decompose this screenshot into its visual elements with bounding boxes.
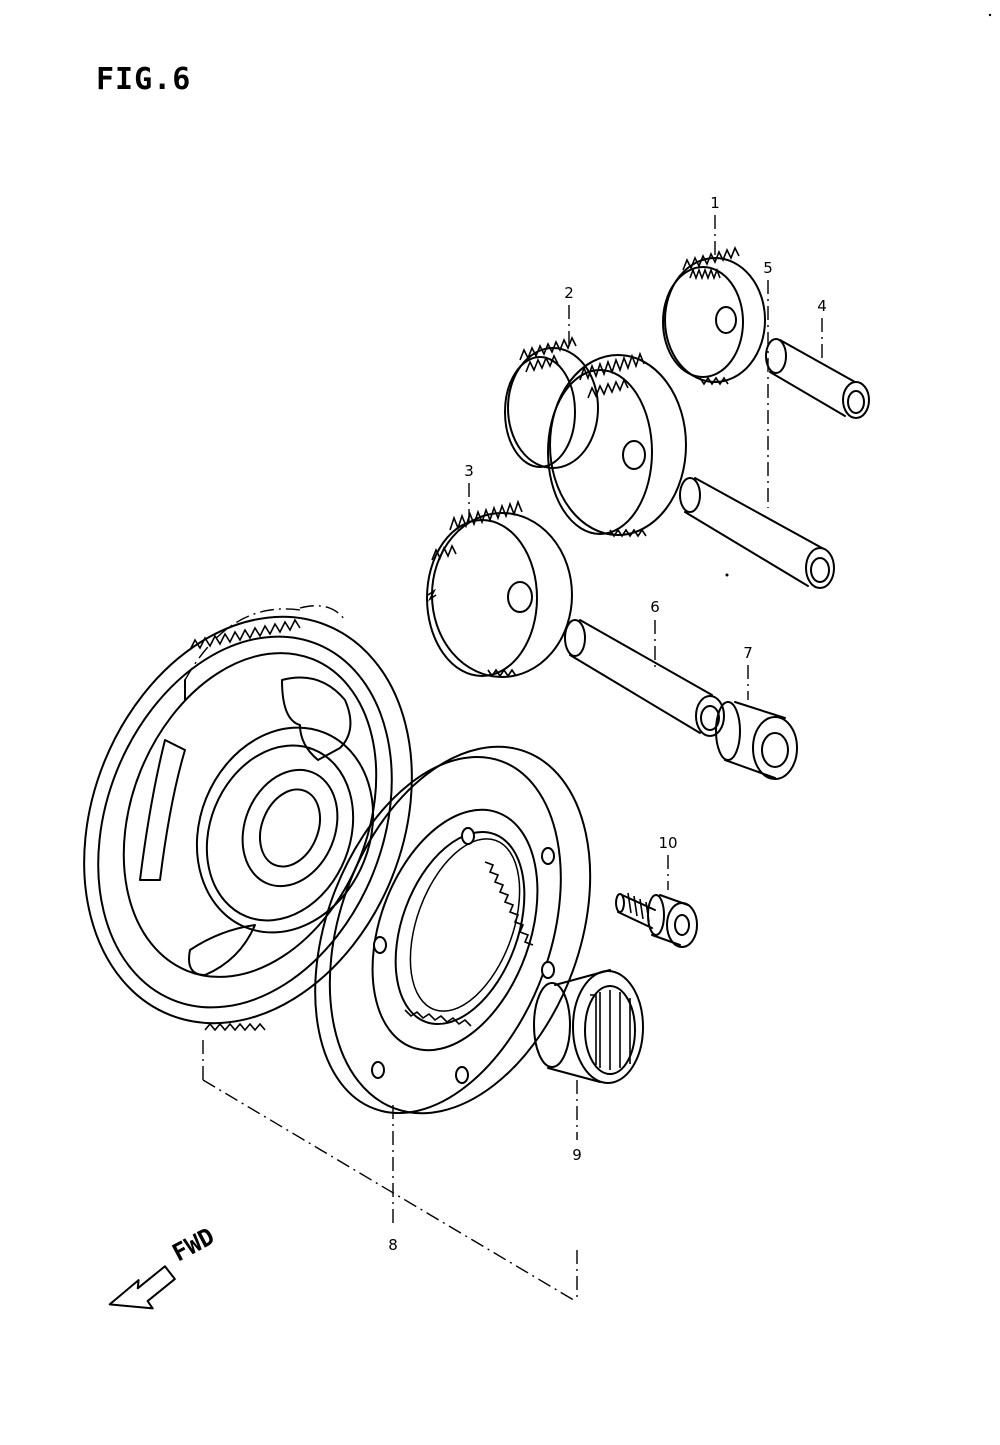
part-6-shaft	[564, 619, 725, 737]
part-1-gear	[662, 246, 766, 386]
callout-10: 10	[658, 834, 677, 852]
part-4-shaft	[765, 338, 870, 419]
part-7-bushing	[715, 701, 798, 780]
callout-4: 4	[817, 297, 827, 315]
callout-6: 6	[650, 598, 660, 616]
fwd-label: FWD	[168, 1222, 219, 1267]
part-3-gear	[426, 499, 573, 678]
starter-driven-gear	[83, 605, 413, 1032]
figure-title: FIG.6	[96, 62, 192, 97]
fwd-arrow-icon	[108, 1265, 176, 1310]
part-5-shaft	[679, 477, 835, 589]
part-9-bearing	[533, 969, 644, 1084]
part-2-gear	[504, 336, 687, 538]
callout-5: 5	[763, 259, 773, 277]
callout-2: 2	[564, 284, 574, 302]
callout-3: 3	[464, 462, 474, 480]
bracket-diagonal	[202, 1079, 578, 1303]
callout-8: 8	[388, 1236, 398, 1254]
part-8-starter-clutch	[314, 745, 592, 1115]
callout-7: 7	[743, 644, 753, 662]
part-10-bolt	[615, 892, 698, 948]
callout-9: 9	[572, 1146, 582, 1164]
callout-1: 1	[710, 194, 720, 212]
